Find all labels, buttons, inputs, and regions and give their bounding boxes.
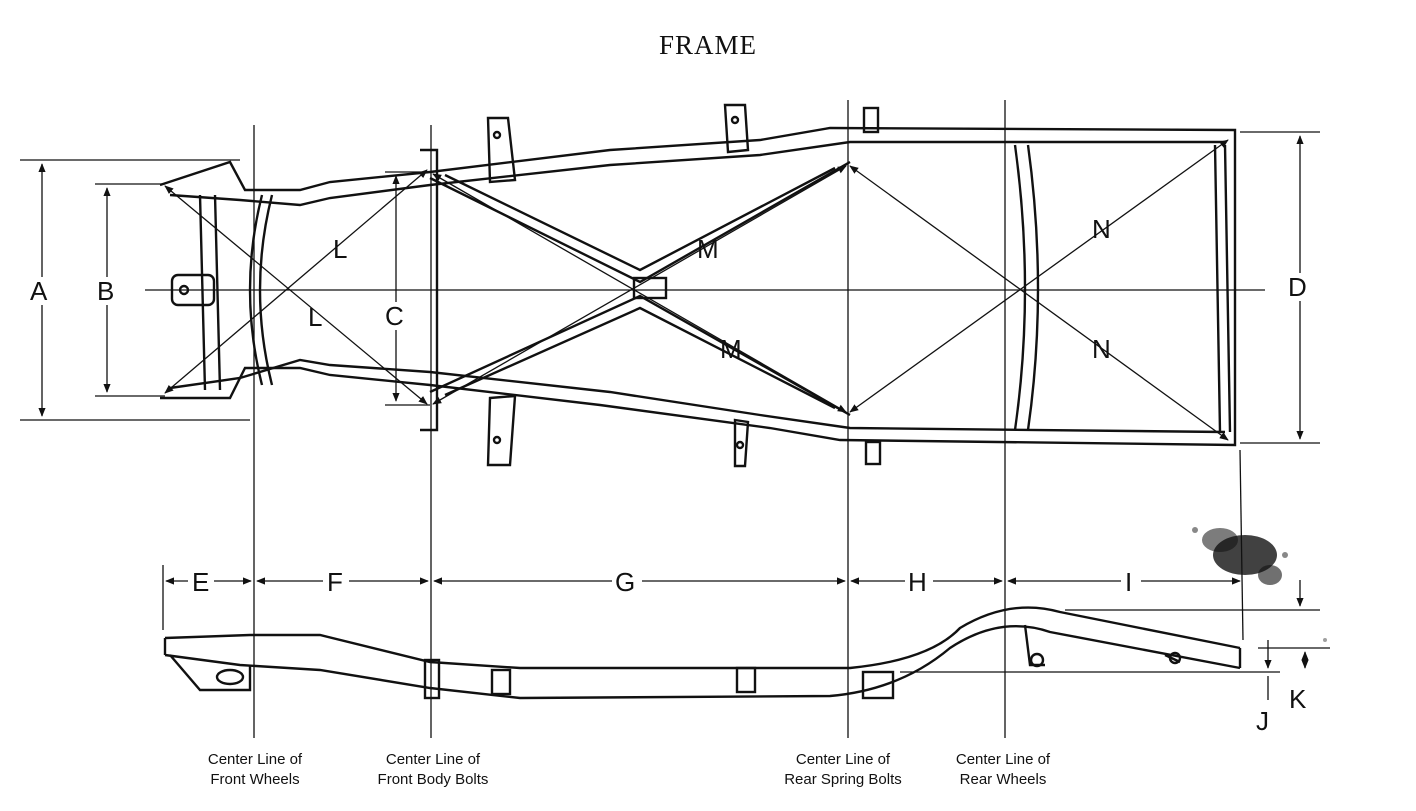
frame-rail-top bbox=[159, 126, 1237, 447]
top-view bbox=[159, 103, 1237, 468]
length-dimensions bbox=[162, 449, 1330, 700]
caption-front-wheels: Center Line of Front Wheels bbox=[207, 751, 303, 788]
x-member-1 bbox=[429, 160, 851, 284]
diagonal-n1 bbox=[849, 165, 1229, 441]
label-g: G bbox=[615, 567, 635, 597]
label-e: E bbox=[192, 567, 209, 597]
ink-smudge bbox=[1192, 527, 1327, 642]
front-horn bbox=[169, 654, 252, 692]
label-l-lower: L bbox=[308, 302, 322, 332]
diagram-title: FRAME bbox=[658, 30, 758, 60]
caption-rear-spring-bolts: Center Line of Rear Spring Bolts bbox=[784, 751, 902, 788]
label-l-upper: L bbox=[333, 234, 347, 264]
frame-rail-inner-top bbox=[169, 140, 1225, 207]
diagonal-l2 bbox=[164, 169, 428, 394]
body-bracket-4 bbox=[733, 418, 750, 468]
side-bracket-2 bbox=[490, 668, 512, 696]
side-bracket-3 bbox=[735, 666, 757, 694]
label-n-lower: N bbox=[1092, 334, 1111, 364]
label-j: J bbox=[1256, 706, 1269, 736]
side-view bbox=[163, 606, 1242, 700]
label-h: H bbox=[908, 567, 927, 597]
label-i: I bbox=[1125, 567, 1132, 597]
diagonals bbox=[164, 139, 1229, 441]
label-b: B bbox=[97, 276, 114, 306]
width-dimensions bbox=[20, 131, 1320, 444]
body-bracket-1 bbox=[486, 116, 517, 184]
label-m-lower: M bbox=[720, 334, 742, 364]
label-a: A bbox=[30, 276, 48, 306]
label-m-upper: M bbox=[697, 234, 719, 264]
side-rail-lower bbox=[164, 625, 1241, 700]
label-d: D bbox=[1288, 272, 1307, 302]
label-k: K bbox=[1289, 684, 1307, 714]
end-cross-member bbox=[1213, 144, 1232, 433]
label-c: C bbox=[385, 301, 404, 331]
frame-rail-inner-bottom bbox=[169, 358, 1226, 434]
side-bracket-4 bbox=[861, 670, 895, 700]
side-rail-upper bbox=[164, 606, 1241, 670]
body-bracket-3 bbox=[486, 394, 517, 467]
diagonal-m2 bbox=[432, 165, 847, 405]
body-bracket-2 bbox=[723, 103, 750, 154]
center-lines bbox=[253, 100, 1006, 738]
caption-front-body-bolts: Center Line of Front Body Bolts bbox=[377, 751, 489, 788]
label-f: F bbox=[327, 567, 343, 597]
diagonal-m1 bbox=[432, 173, 847, 413]
label-n-upper: N bbox=[1092, 214, 1111, 244]
diagonal-n2 bbox=[849, 139, 1229, 413]
caption-rear-wheels: Center Line of Rear Wheels bbox=[955, 751, 1051, 788]
side-bracket-1 bbox=[423, 658, 441, 700]
